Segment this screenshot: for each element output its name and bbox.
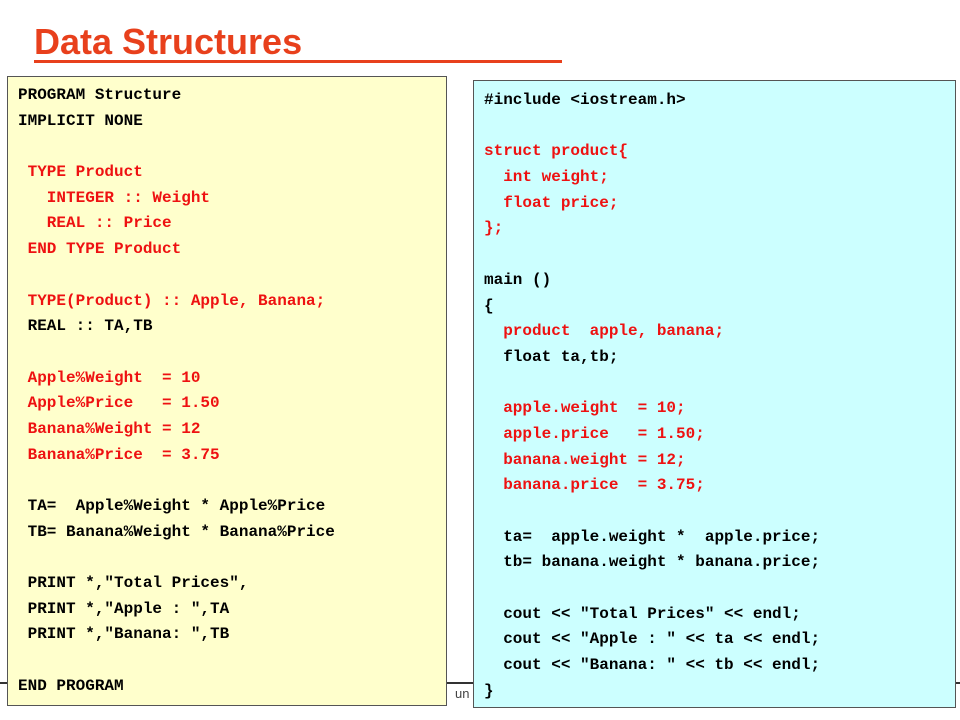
title-underline [34, 60, 562, 63]
cpp-code-line [484, 114, 955, 140]
fortran-code-line: Banana%Weight = 12 [18, 419, 201, 438]
fortran-code-line [18, 134, 446, 160]
slide-title: Data Structures [34, 21, 303, 62]
fortran-code-line: REAL :: TA,TB [18, 317, 153, 336]
fortran-code-line: PROGRAM Structure [18, 86, 182, 104]
cpp-code-line: float ta,tb; [484, 347, 619, 366]
fortran-code-line [18, 340, 446, 366]
fortran-code-line: Banana%Price = 3.75 [18, 445, 220, 464]
cpp-code-panel: #include <iostream.h> struct product{ int… [473, 80, 956, 708]
cpp-code-line: ta= apple.weight * apple.price; [484, 527, 821, 546]
cpp-code-line: apple.price = 1.50; [484, 424, 705, 443]
fortran-code-line: IMPLICIT NONE [18, 111, 143, 130]
cpp-code-line: cout << "Apple : " << ta << endl; [484, 630, 821, 649]
fortran-code-line: PRINT *,"Banana: ",TB [18, 625, 230, 644]
cpp-code-line: cout << "Total Prices" << endl; [484, 604, 801, 623]
footer-text-fragment: un [455, 686, 470, 701]
fortran-code-line: Apple%Weight = 10 [18, 368, 201, 387]
fortran-code-line [18, 545, 446, 571]
cpp-code-line: banana.weight = 12; [484, 450, 686, 469]
fortran-code-line: TB= Banana%Weight * Banana%Price [18, 522, 335, 541]
fortran-code-line: PRINT *,"Apple : ",TA [18, 599, 230, 618]
cpp-code-line: tb= banana.weight * banana.price; [484, 553, 821, 572]
fortran-code-line: END PROGRAM [18, 676, 124, 695]
cpp-code-line: { [484, 296, 494, 315]
cpp-code-line: banana.price = 3.75; [484, 476, 705, 495]
cpp-code-line [484, 242, 955, 268]
fortran-code-line [18, 648, 446, 674]
fortran-code-line: INTEGER :: Weight [18, 188, 211, 207]
cpp-code-line: }; [484, 219, 504, 238]
cpp-code-line: main () [484, 270, 552, 289]
cpp-code-line: product apple, banana; [484, 322, 725, 341]
cpp-code-line: cout << "Banana: " << tb << endl; [484, 656, 821, 675]
fortran-code-line: END TYPE Product [18, 240, 182, 259]
cpp-code-line: float price; [484, 193, 619, 212]
fortran-code-line: TA= Apple%Weight * Apple%Price [18, 497, 326, 515]
cpp-code-line: } [484, 681, 494, 700]
cpp-code-line: int weight; [484, 168, 609, 187]
cpp-code-line [484, 499, 955, 525]
cpp-code-line: struct product{ [484, 142, 629, 161]
cpp-code-line: #include <iostream.h> [484, 91, 686, 109]
fortran-code-line: Apple%Price = 1.50 [18, 394, 220, 413]
cpp-code-line: apple.weight = 10; [484, 399, 686, 418]
cpp-code-line [484, 576, 955, 602]
fortran-code-line [18, 468, 446, 494]
fortran-code-line: TYPE(Product) :: Apple, Banana; [18, 291, 326, 310]
cpp-code-line [484, 371, 955, 397]
fortran-code-line [18, 263, 446, 289]
fortran-code-line: TYPE Product [18, 163, 143, 182]
fortran-code-line: REAL :: Price [18, 214, 172, 233]
fortran-code-line: PRINT *,"Total Prices", [18, 574, 249, 593]
